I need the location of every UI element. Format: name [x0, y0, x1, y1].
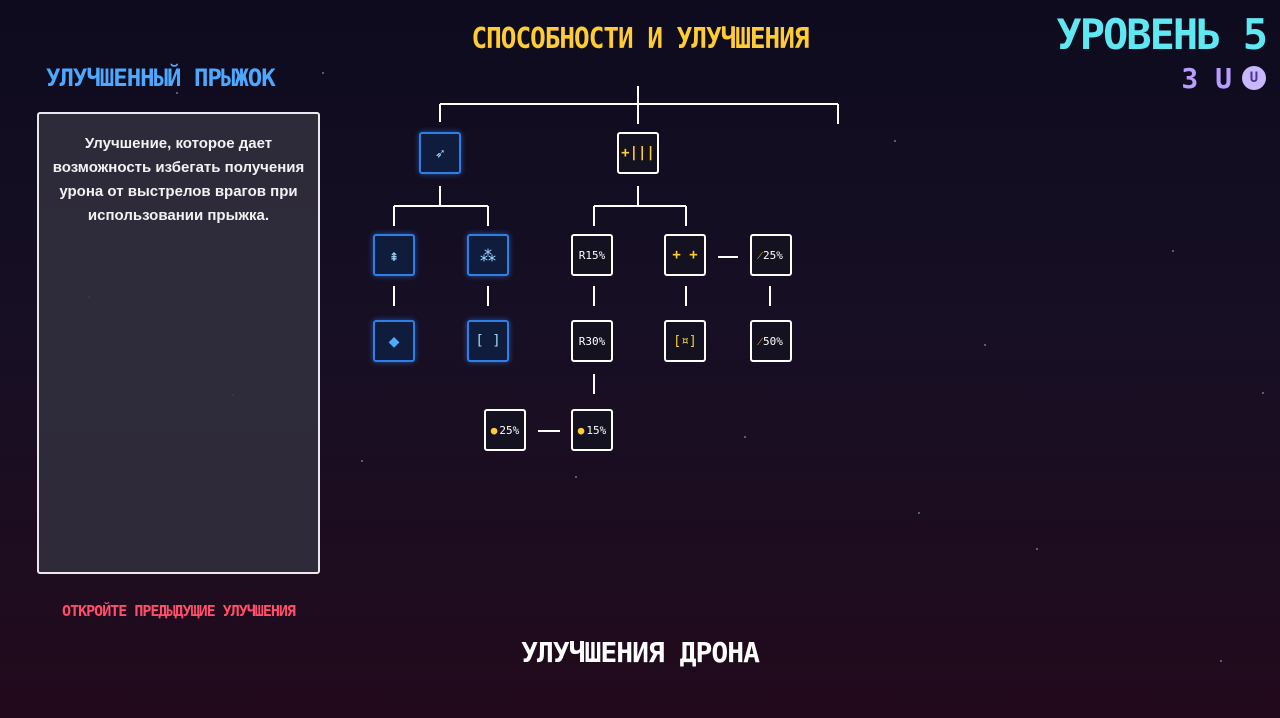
- upgrade-description: Улучшение, которое дает возможность избе…: [52, 135, 305, 224]
- shield-icon: ●: [577, 423, 585, 437]
- upgrade-node-scatter-shot[interactable]: ⁂: [467, 234, 509, 276]
- drone-shot-icon: ⇞: [389, 245, 399, 265]
- unlock-requirement-warning: ОТКРОЙТЕ ПРЕДЫДУЩИЕ УЛУЧШЕНИЯ: [62, 602, 296, 620]
- upgrade-node-shield-15[interactable]: ●15%: [571, 409, 613, 451]
- shield-burst-icon: ◆: [388, 330, 400, 352]
- selected-upgrade-name: УЛУЧШЕННЫЙ ПРЫЖОК: [46, 64, 276, 92]
- upgrade-node-damage-50[interactable]: ⁄50%: [750, 320, 792, 362]
- target-frame-icon: [ ]: [475, 333, 501, 349]
- page-title: СПОСОБНОСТИ И УЛУЧШЕНИЯ: [471, 22, 809, 56]
- damage-25-label: 25%: [762, 248, 783, 262]
- upgrade-point-icon: U: [1242, 66, 1266, 90]
- player-level: УРОВЕНЬ 5: [1056, 10, 1268, 59]
- multi-target-icon: + +: [672, 247, 698, 263]
- ammo-plus-icon: +|||: [621, 145, 655, 161]
- shield-15-label: 15%: [586, 423, 607, 437]
- upgrade-node-target-frame[interactable]: [ ]: [467, 320, 509, 362]
- upgrade-node-ammo[interactable]: +|||: [617, 132, 659, 174]
- jump-dash-icon: ➶: [435, 143, 445, 163]
- upgrade-node-shield-25[interactable]: ●25%: [484, 409, 526, 451]
- upgrade-node-jump[interactable]: ➶: [419, 132, 461, 174]
- shield-25-label: 25%: [499, 423, 520, 437]
- upgrade-description-panel: Улучшение, которое дает возможность избе…: [37, 112, 320, 574]
- reload-icon: R15%: [578, 248, 606, 262]
- lock-on-frame-icon: [¤]: [673, 333, 697, 349]
- upgrade-node-drone-shot[interactable]: ⇞: [373, 234, 415, 276]
- damage-icon: ⁄: [759, 248, 761, 262]
- upgrade-node-lock-on-frame[interactable]: [¤]: [664, 320, 706, 362]
- upgrade-points-counter: 3 U: [1181, 62, 1232, 95]
- upgrade-node-reload-15[interactable]: R15%: [571, 234, 613, 276]
- shield-icon: ●: [490, 423, 498, 437]
- scatter-shot-icon: ⁂: [480, 245, 496, 265]
- drone-upgrades-tab[interactable]: УЛУЧШЕНИЯ ДРОНА: [521, 636, 760, 669]
- upgrade-node-reload-30[interactable]: R30%: [571, 320, 613, 362]
- damage-icon: ⁄: [759, 334, 761, 348]
- damage-50-label: 50%: [762, 334, 783, 348]
- upgrade-node-damage-25[interactable]: ⁄25%: [750, 234, 792, 276]
- upgrade-node-multi-target[interactable]: + +: [664, 234, 706, 276]
- upgrade-node-shield-burst[interactable]: ◆: [373, 320, 415, 362]
- reload-icon: R30%: [578, 334, 606, 348]
